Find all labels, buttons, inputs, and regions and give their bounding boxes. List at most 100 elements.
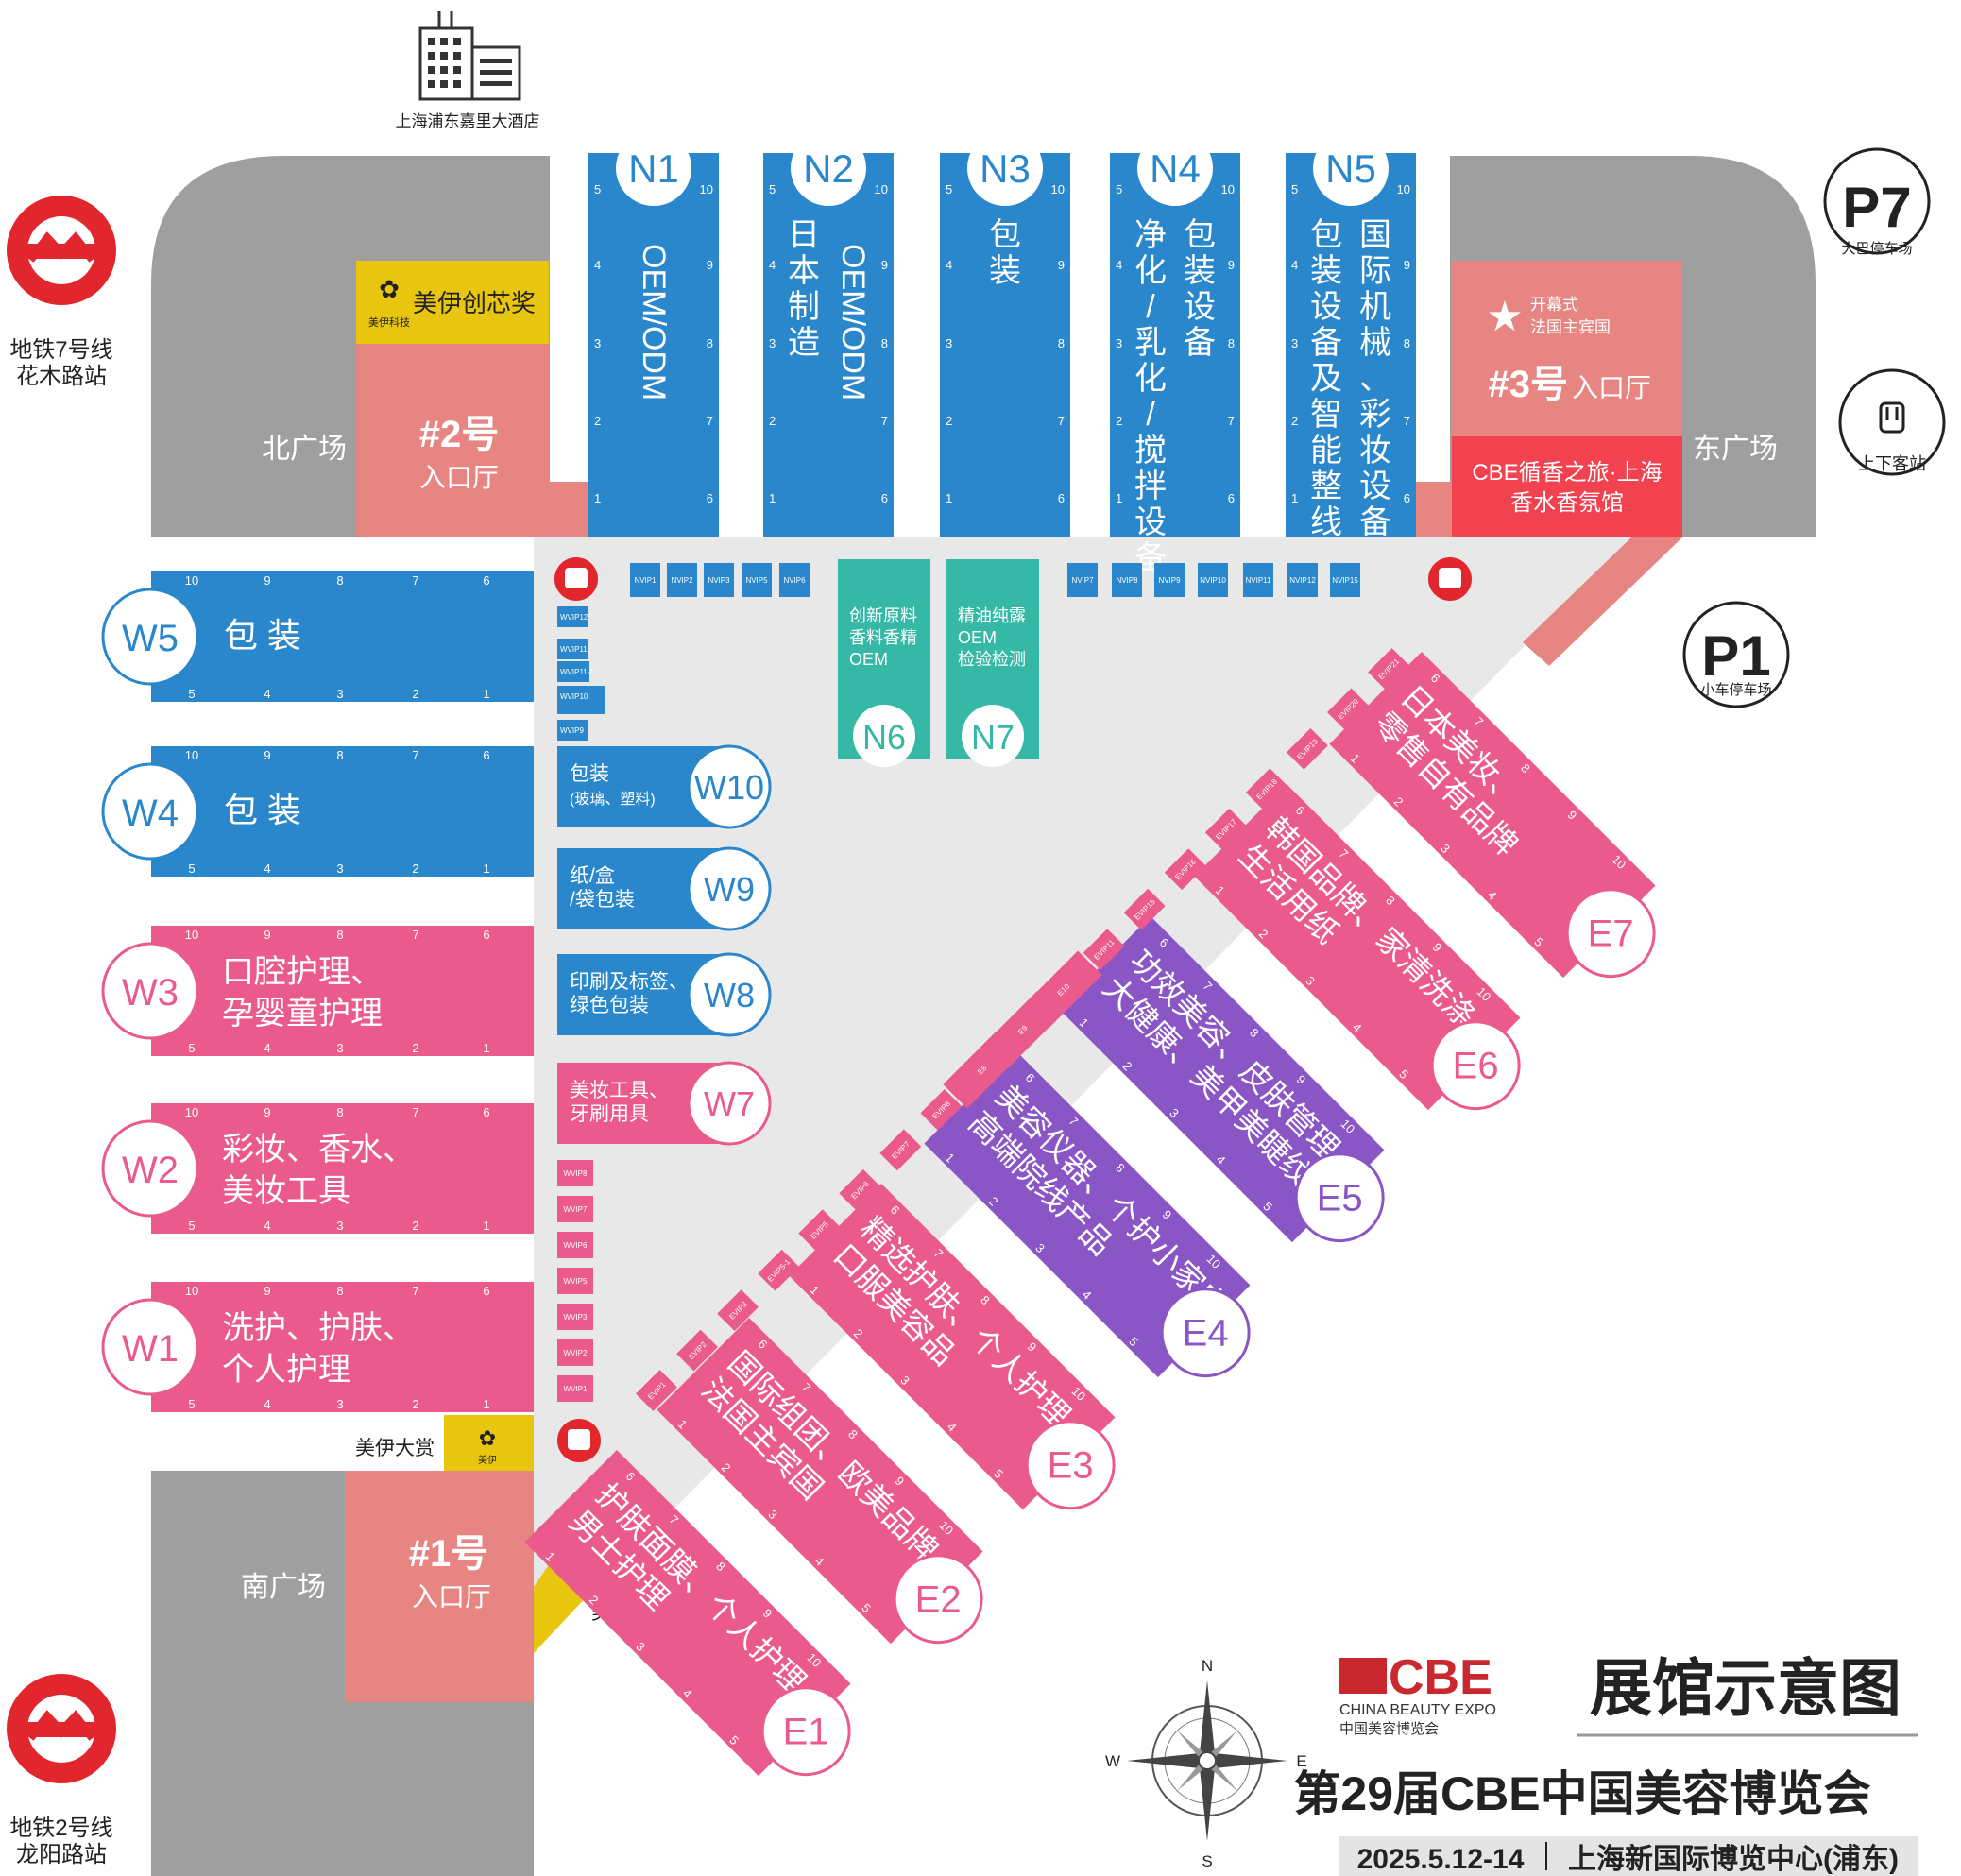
vip-room[interactable]: NVIP10 xyxy=(1198,563,1228,597)
metro-2-line: 地铁2号线 xyxy=(9,1816,112,1841)
vip-room[interactable]: WVIP7 xyxy=(557,1196,593,1222)
vip-room[interactable]: NVIP3 xyxy=(704,563,734,597)
booth-number: 5 xyxy=(188,1219,195,1233)
hall-body xyxy=(1286,153,1416,537)
vip-room[interactable]: WVIP11-1 xyxy=(557,661,594,682)
entrance-1-num: #1号 xyxy=(409,1533,489,1575)
vip-room[interactable]: EVIP3 xyxy=(717,1289,759,1332)
entrance-3-hall xyxy=(1452,261,1682,436)
vip-room[interactable]: WVIP11 xyxy=(557,639,588,659)
vip-room[interactable]: EVIP2 xyxy=(676,1329,718,1372)
vip-room[interactable]: NVIP11 xyxy=(1243,563,1273,597)
vip-room[interactable]: WVIP10 xyxy=(557,686,605,714)
booth-number: 8 xyxy=(707,336,713,350)
hall-body xyxy=(151,926,534,1056)
vip-room[interactable]: EVIP11 xyxy=(1083,929,1125,971)
vip-room[interactable]: EVIP6 xyxy=(839,1168,881,1211)
vip-room[interactable]: WVIP5 xyxy=(557,1268,593,1294)
vip-room[interactable]: EVIP17 xyxy=(1204,808,1247,850)
vip-room[interactable]: EVIP19 xyxy=(1286,727,1328,770)
vip-room[interactable]: EVIP21 xyxy=(1368,648,1409,690)
vip-room[interactable]: WVIP6 xyxy=(557,1232,593,1258)
hall-category: 美妆工具 xyxy=(222,1173,350,1209)
vip-room[interactable]: WVIP1 xyxy=(557,1375,593,1402)
vip-label: NVIP8 xyxy=(1116,576,1138,585)
expo-venue: 上海新国际博览中心(浦东) xyxy=(1568,1843,1899,1875)
booth-number: 3 xyxy=(336,687,343,701)
compass: N S E W xyxy=(1105,1657,1307,1870)
hall-w9[interactable]: W9纸/盒/袋包装 xyxy=(557,846,772,931)
booth-number: 1 xyxy=(483,1397,489,1411)
vip-room[interactable]: NVIP15 xyxy=(1330,563,1360,597)
vip-room[interactable]: WVIP2 xyxy=(557,1339,593,1366)
vip-room[interactable]: NVIP5 xyxy=(742,563,772,597)
vip-room[interactable]: NVIP12 xyxy=(1287,563,1318,597)
hall-category: 创新原料 xyxy=(849,606,917,625)
hall-badge xyxy=(616,130,691,206)
parking-p1-id: P1 xyxy=(1701,624,1770,688)
vip-room[interactable]: NVIP7 xyxy=(1067,563,1098,597)
hall-badge xyxy=(893,1554,983,1645)
bus-stop[interactable]: 上下客站 xyxy=(1838,368,1946,476)
vip-room[interactable]: NVIP2 xyxy=(667,563,697,597)
hall-body xyxy=(940,153,1070,537)
vip-room[interactable]: NVIP6 xyxy=(779,563,810,597)
vip-room[interactable]: WVIP8 xyxy=(557,1160,593,1186)
booth-number: 3 xyxy=(336,1041,343,1055)
parking-p1[interactable]: P1 小车停车场 xyxy=(1682,601,1790,708)
vip-room[interactable]: WVIP3 xyxy=(557,1304,593,1330)
vip-room[interactable]: EVIP16 xyxy=(1164,848,1206,891)
hall-badge xyxy=(1565,888,1656,979)
booth-number: 5 xyxy=(769,182,776,196)
vip-room[interactable]: NVIP8 xyxy=(1112,563,1142,597)
booth-number: 3 xyxy=(769,336,776,350)
vip-room[interactable]: EVIP1 xyxy=(636,1370,677,1411)
vip-room[interactable]: EVIP5 xyxy=(798,1209,841,1252)
booth-number: 4 xyxy=(264,861,270,876)
booth-number: 8 xyxy=(1058,336,1065,350)
booth-number: 7 xyxy=(1058,414,1065,428)
entrance-3-note-2: 法国主宾国 xyxy=(1530,318,1611,336)
vip-room[interactable]: EVIP18 xyxy=(1245,768,1287,810)
vip-room[interactable]: NVIP1 xyxy=(630,563,660,597)
entrance-3[interactable]: ★ 开幕式 法国主宾国 #3号 入口厅 CBE循香之旅·上海 香水香氛馆 xyxy=(1452,261,1682,537)
booth-number: 3 xyxy=(1116,336,1122,350)
cbe-logo-main: CBE xyxy=(1389,1650,1492,1705)
compass-s: S xyxy=(1202,1852,1212,1870)
vip-room[interactable]: EVIP8 xyxy=(920,1088,963,1131)
entrance-2-label: 入口厅 xyxy=(419,463,499,492)
hall-category: 纸/盒 xyxy=(570,865,615,887)
booth-number: 4 xyxy=(264,1397,270,1411)
entrance-2[interactable]: ✿ 美伊科技 美伊创芯奖 #2号 入口厅 xyxy=(356,261,549,537)
booth-number: 7 xyxy=(412,1105,418,1119)
vip-room[interactable]: NVIP9 xyxy=(1154,563,1185,597)
vip-room[interactable]: WVIP9 xyxy=(557,720,588,741)
parking-p7[interactable]: P7 大巴停车场 xyxy=(1823,147,1931,257)
vip-room[interactable]: EVIP15 xyxy=(1123,888,1166,930)
metro-line-7: 地铁7号线 花木路站 xyxy=(7,196,116,389)
vip-room[interactable]: WVIP12 xyxy=(557,606,588,627)
booth-number: 8 xyxy=(336,573,343,588)
hall-badge xyxy=(101,942,199,1040)
vip-room[interactable]: EVIP20 xyxy=(1327,688,1369,730)
expo-date: 2025.5.12-14 xyxy=(1357,1844,1525,1875)
vip-room[interactable]: EVIP7 xyxy=(879,1129,922,1171)
vip-room[interactable]: E10 xyxy=(1024,950,1102,1029)
